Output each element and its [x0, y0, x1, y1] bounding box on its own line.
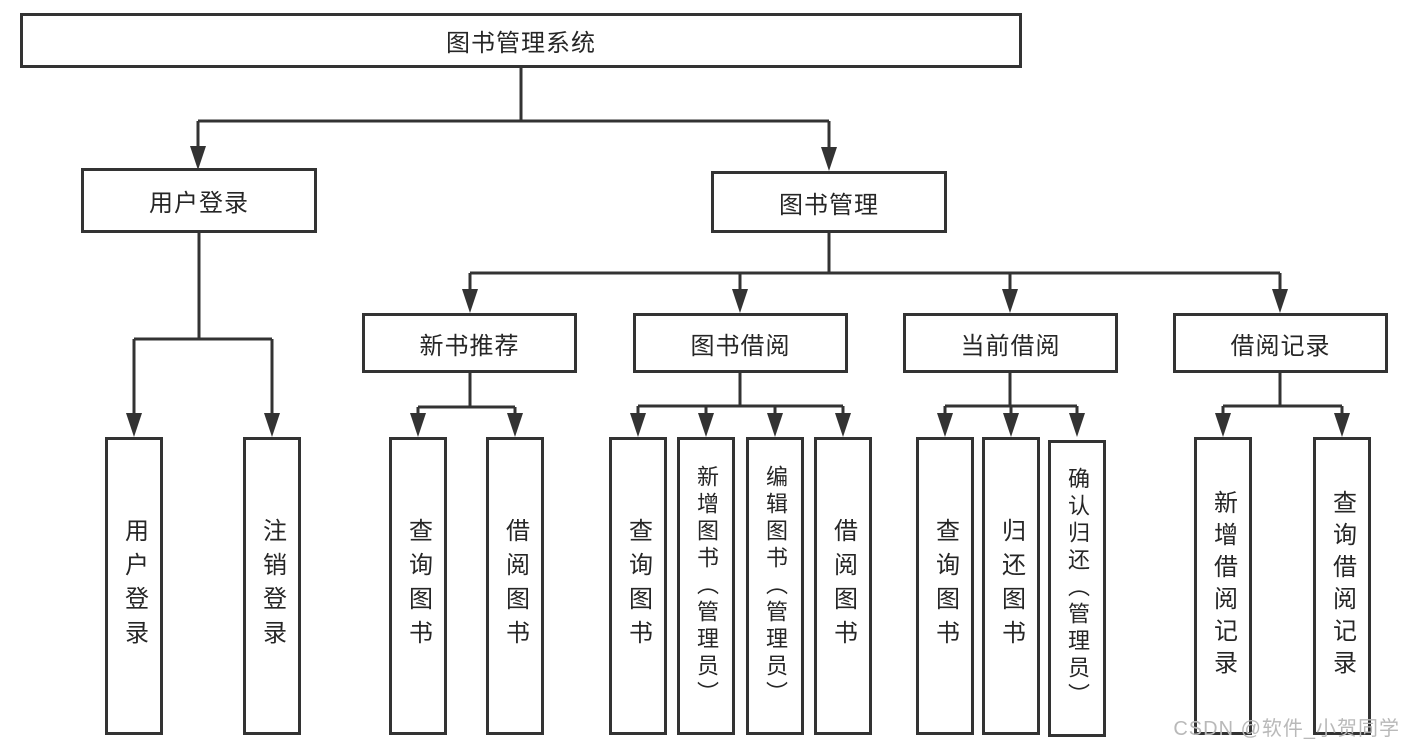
leaf-user-login: 用户登录 [105, 437, 163, 735]
leaf-edit-book-admin: 编辑图书（管理员） [746, 437, 804, 735]
node-book-borrow: 图书借阅 [633, 313, 848, 373]
arrow-down-icon [1215, 413, 1231, 437]
arrow-down-icon [264, 413, 280, 437]
arrow-down-icon [767, 413, 783, 437]
leaf-query-book-borrow: 查询图书 [609, 437, 667, 735]
node-current-borrow: 当前借阅 [903, 313, 1118, 373]
arrow-down-icon [835, 413, 851, 437]
arrow-down-icon [410, 413, 426, 437]
leaf-borrow-book-recommend: 借阅图书 [486, 437, 544, 735]
leaf-confirm-return-admin: 确认归还（管理员） [1048, 440, 1106, 737]
leaf-add-borrow-record: 新增借阅记录 [1194, 437, 1252, 735]
arrow-down-icon [1069, 413, 1085, 437]
leaf-borrow-book: 借阅图书 [814, 437, 872, 735]
leaf-logout: 注销登录 [243, 437, 301, 735]
arrow-down-icon [462, 289, 478, 313]
arrow-down-icon [1003, 413, 1019, 437]
connector-book-management-to-level3 [468, 233, 1282, 291]
node-user-login: 用户登录 [81, 168, 317, 233]
leaf-add-book-admin: 新增图书（管理员） [677, 437, 735, 735]
arrow-down-icon [1334, 413, 1350, 437]
arrow-down-icon [1002, 289, 1018, 313]
leaf-query-borrow-record: 查询借阅记录 [1313, 437, 1371, 735]
watermark: CSDN @软件_小贺同学 [1173, 718, 1400, 740]
leaf-query-book-current: 查询图书 [916, 437, 974, 735]
arrow-down-icon [937, 413, 953, 437]
connector-new-book-to-leaves [416, 373, 517, 415]
arrowheads [126, 146, 1350, 437]
node-book-management: 图书管理 [711, 171, 947, 233]
arrow-down-icon [507, 413, 523, 437]
leaf-query-book-recommend: 查询图书 [389, 437, 447, 735]
node-borrow-record: 借阅记录 [1173, 313, 1388, 373]
node-new-book-recommend: 新书推荐 [362, 313, 577, 373]
leaf-return-book: 归还图书 [982, 437, 1040, 735]
arrow-down-icon [1272, 289, 1288, 313]
connector-root-to-level2 [196, 68, 831, 149]
arrow-down-icon [698, 413, 714, 437]
connector-borrow-record-to-leaves [1221, 373, 1344, 415]
arrow-down-icon [190, 146, 206, 170]
arrow-down-icon [126, 413, 142, 437]
connector-user-login-to-leaves [132, 233, 274, 415]
connector-book-borrow-to-leaves [636, 373, 845, 415]
node-root: 图书管理系统 [20, 13, 1022, 68]
arrow-down-icon [732, 289, 748, 313]
connector-current-borrow-to-leaves [943, 373, 1079, 415]
arrow-down-icon [630, 413, 646, 437]
arrow-down-icon [821, 147, 837, 171]
